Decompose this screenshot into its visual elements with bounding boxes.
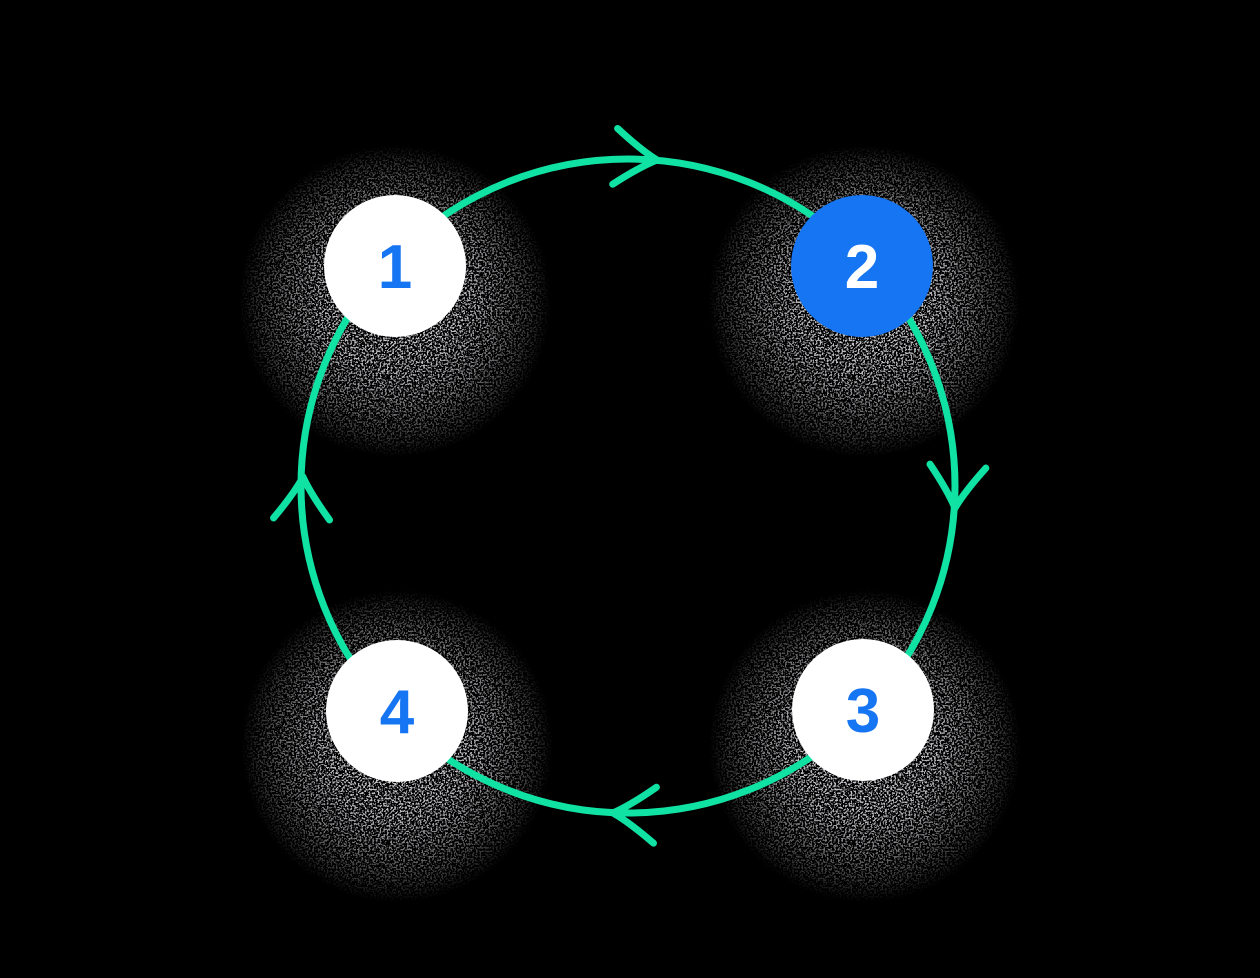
arrow-4-to-1-icon <box>270 473 334 524</box>
arrow-3-to-4-icon <box>609 783 660 847</box>
step-node-1: 1 <box>324 195 466 337</box>
step-circle-3 <box>792 639 934 781</box>
step-circle-1 <box>324 195 466 337</box>
step-number-4: 4 <box>380 678 415 747</box>
step-circle-4 <box>326 640 468 782</box>
step-circle-2 <box>791 195 933 337</box>
arrow-2-to-3-icon <box>926 460 990 512</box>
arrow-1-to-2-icon <box>609 124 661 188</box>
step-node-4: 4 <box>326 640 468 782</box>
step-node-2: 2 <box>791 195 933 337</box>
step-number-1: 1 <box>378 233 412 302</box>
step-number-2: 2 <box>845 233 879 302</box>
step-number-3: 3 <box>846 677 880 746</box>
step-node-3: 3 <box>792 639 934 781</box>
